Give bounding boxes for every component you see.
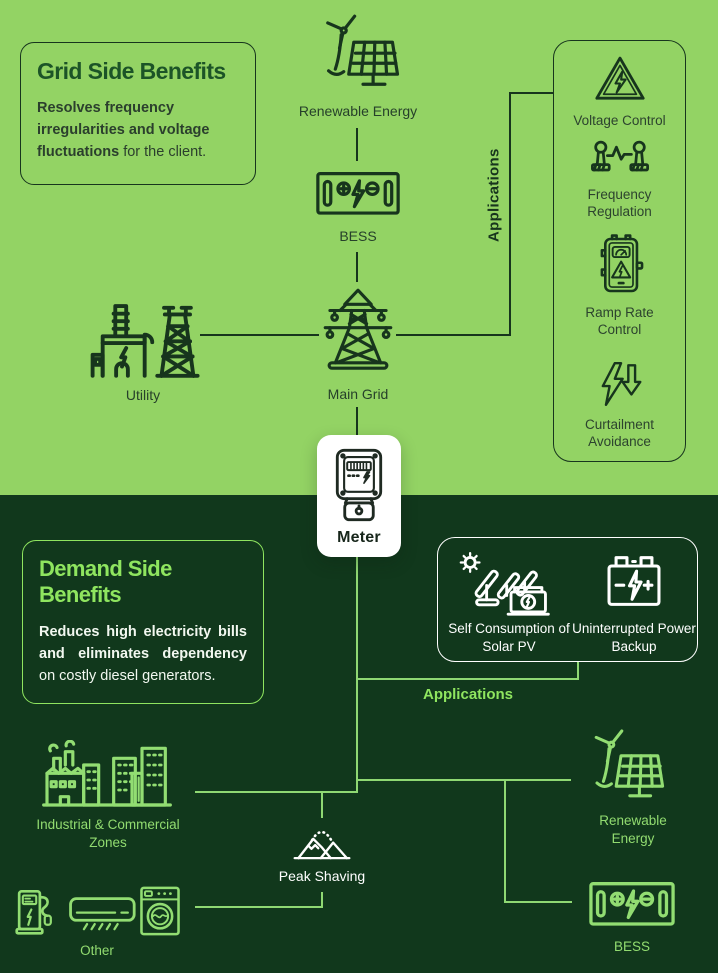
bess-top-label: BESS bbox=[339, 228, 377, 244]
application-voltage-control: Voltage Control bbox=[554, 53, 685, 129]
connector-other-peak bbox=[195, 906, 323, 908]
connector-apps-horizontal bbox=[357, 678, 579, 680]
application-frequency-regulation: Frequency Regulation bbox=[554, 137, 685, 221]
wind-solar-icon bbox=[316, 10, 400, 98]
wind-solar-bottom-icon bbox=[585, 726, 665, 808]
bess-bottom-label: BESS bbox=[613, 939, 651, 954]
battery-bess-icon bbox=[315, 166, 401, 220]
application-curtailment-avoidance: Curtailment Avoidance bbox=[554, 359, 685, 451]
main-grid-label: Main Grid bbox=[327, 386, 389, 402]
utility-plant-icon bbox=[84, 296, 202, 380]
demand-side-benefits-body: Reduces high electricity bills and elimi… bbox=[39, 622, 247, 687]
bracket-vertical bbox=[509, 92, 511, 336]
connector-right-branch bbox=[357, 779, 571, 781]
renewable-top-label: Renewable Energy bbox=[298, 103, 418, 119]
connector-left-branch bbox=[195, 791, 358, 793]
demand-side-benefits-box: Demand Side Benefits Reduces high electr… bbox=[22, 540, 264, 704]
ev-charger-icon bbox=[14, 884, 56, 940]
ramp-control-box-icon bbox=[594, 233, 646, 297]
connector-appsbox-drop bbox=[577, 662, 579, 680]
connector-right-down bbox=[504, 779, 506, 903]
connector-grid-meter bbox=[356, 407, 358, 435]
other-label: Other bbox=[80, 943, 114, 958]
peak-shaving-label: Peak Shaving bbox=[278, 868, 366, 884]
voltage-control-label: Voltage Control bbox=[573, 113, 666, 128]
demand-body-rest: on costly diesel generators. bbox=[39, 667, 216, 684]
frequency-regulation-label: Frequency Regulation bbox=[587, 187, 652, 220]
connector-renewable-bess bbox=[356, 128, 358, 161]
frequency-wave-icon bbox=[589, 137, 651, 179]
meter-icon bbox=[328, 443, 390, 527]
demand-body-bold: Reduces high electricity bills and elimi… bbox=[39, 624, 247, 662]
industrial-buildings-icon bbox=[36, 740, 178, 810]
connector-grid-appsbox bbox=[396, 334, 510, 336]
applications-top-label: Applications bbox=[485, 148, 503, 242]
transmission-tower-icon bbox=[319, 282, 397, 378]
industrial-label: Industrial & Commercial Zones bbox=[36, 817, 180, 850]
connector-bess-grid bbox=[356, 252, 358, 282]
grid-side-benefits-box: Grid Side Benefits Resolves frequency ir… bbox=[20, 42, 256, 185]
grid-side-section bbox=[0, 0, 718, 495]
meter-label: Meter bbox=[337, 529, 381, 546]
power-backup-battery-icon bbox=[602, 552, 666, 612]
solar-self-consumption-icon bbox=[456, 551, 556, 617]
connector-meter-down bbox=[356, 557, 358, 793]
application-ramp-rate-control: Ramp Rate Control bbox=[554, 233, 685, 339]
demand-side-benefits-title: Demand Side Benefits bbox=[39, 556, 172, 607]
connector-utility-grid bbox=[200, 334, 319, 336]
washing-machine-icon bbox=[138, 884, 182, 938]
connector-bess-bottom bbox=[504, 901, 572, 903]
self-consumption-label: Self Consumption of Solar PV bbox=[448, 621, 570, 654]
curtailment-bolt-arrow-icon bbox=[594, 359, 646, 409]
connector-peak-up bbox=[321, 791, 323, 818]
bracket-top bbox=[509, 92, 554, 94]
power-backup-label: Uninterrupted Power Backup bbox=[572, 621, 696, 654]
peak-shaving-mountain-icon bbox=[291, 820, 353, 864]
utility-label: Utility bbox=[125, 387, 161, 403]
voltage-warning-icon bbox=[591, 53, 649, 105]
applications-bottom-label: Applications bbox=[422, 686, 513, 703]
renewable-bottom-label: Renewable Energy bbox=[599, 813, 667, 846]
applications-box-top: Voltage Control Frequency Regulation bbox=[553, 40, 686, 462]
ramp-rate-control-label: Ramp Rate Control bbox=[585, 305, 654, 338]
battery-bess-bottom-icon bbox=[588, 876, 676, 931]
grid-body-bold: Resolves frequency irregularities and vo… bbox=[37, 100, 210, 160]
ac-unit-icon bbox=[68, 893, 138, 931]
applications-box-bottom: Self Consumption of Solar PV Uninterrupt… bbox=[437, 537, 698, 662]
meter-card: Meter bbox=[317, 435, 401, 557]
curtailment-avoidance-label: Curtailment Avoidance bbox=[584, 417, 655, 450]
grid-body-rest: for the client. bbox=[119, 143, 207, 160]
connector-peak-down bbox=[321, 892, 323, 907]
grid-side-benefits-title: Grid Side Benefits bbox=[37, 58, 226, 84]
grid-side-benefits-body: Resolves frequency irregularities and vo… bbox=[37, 98, 239, 163]
